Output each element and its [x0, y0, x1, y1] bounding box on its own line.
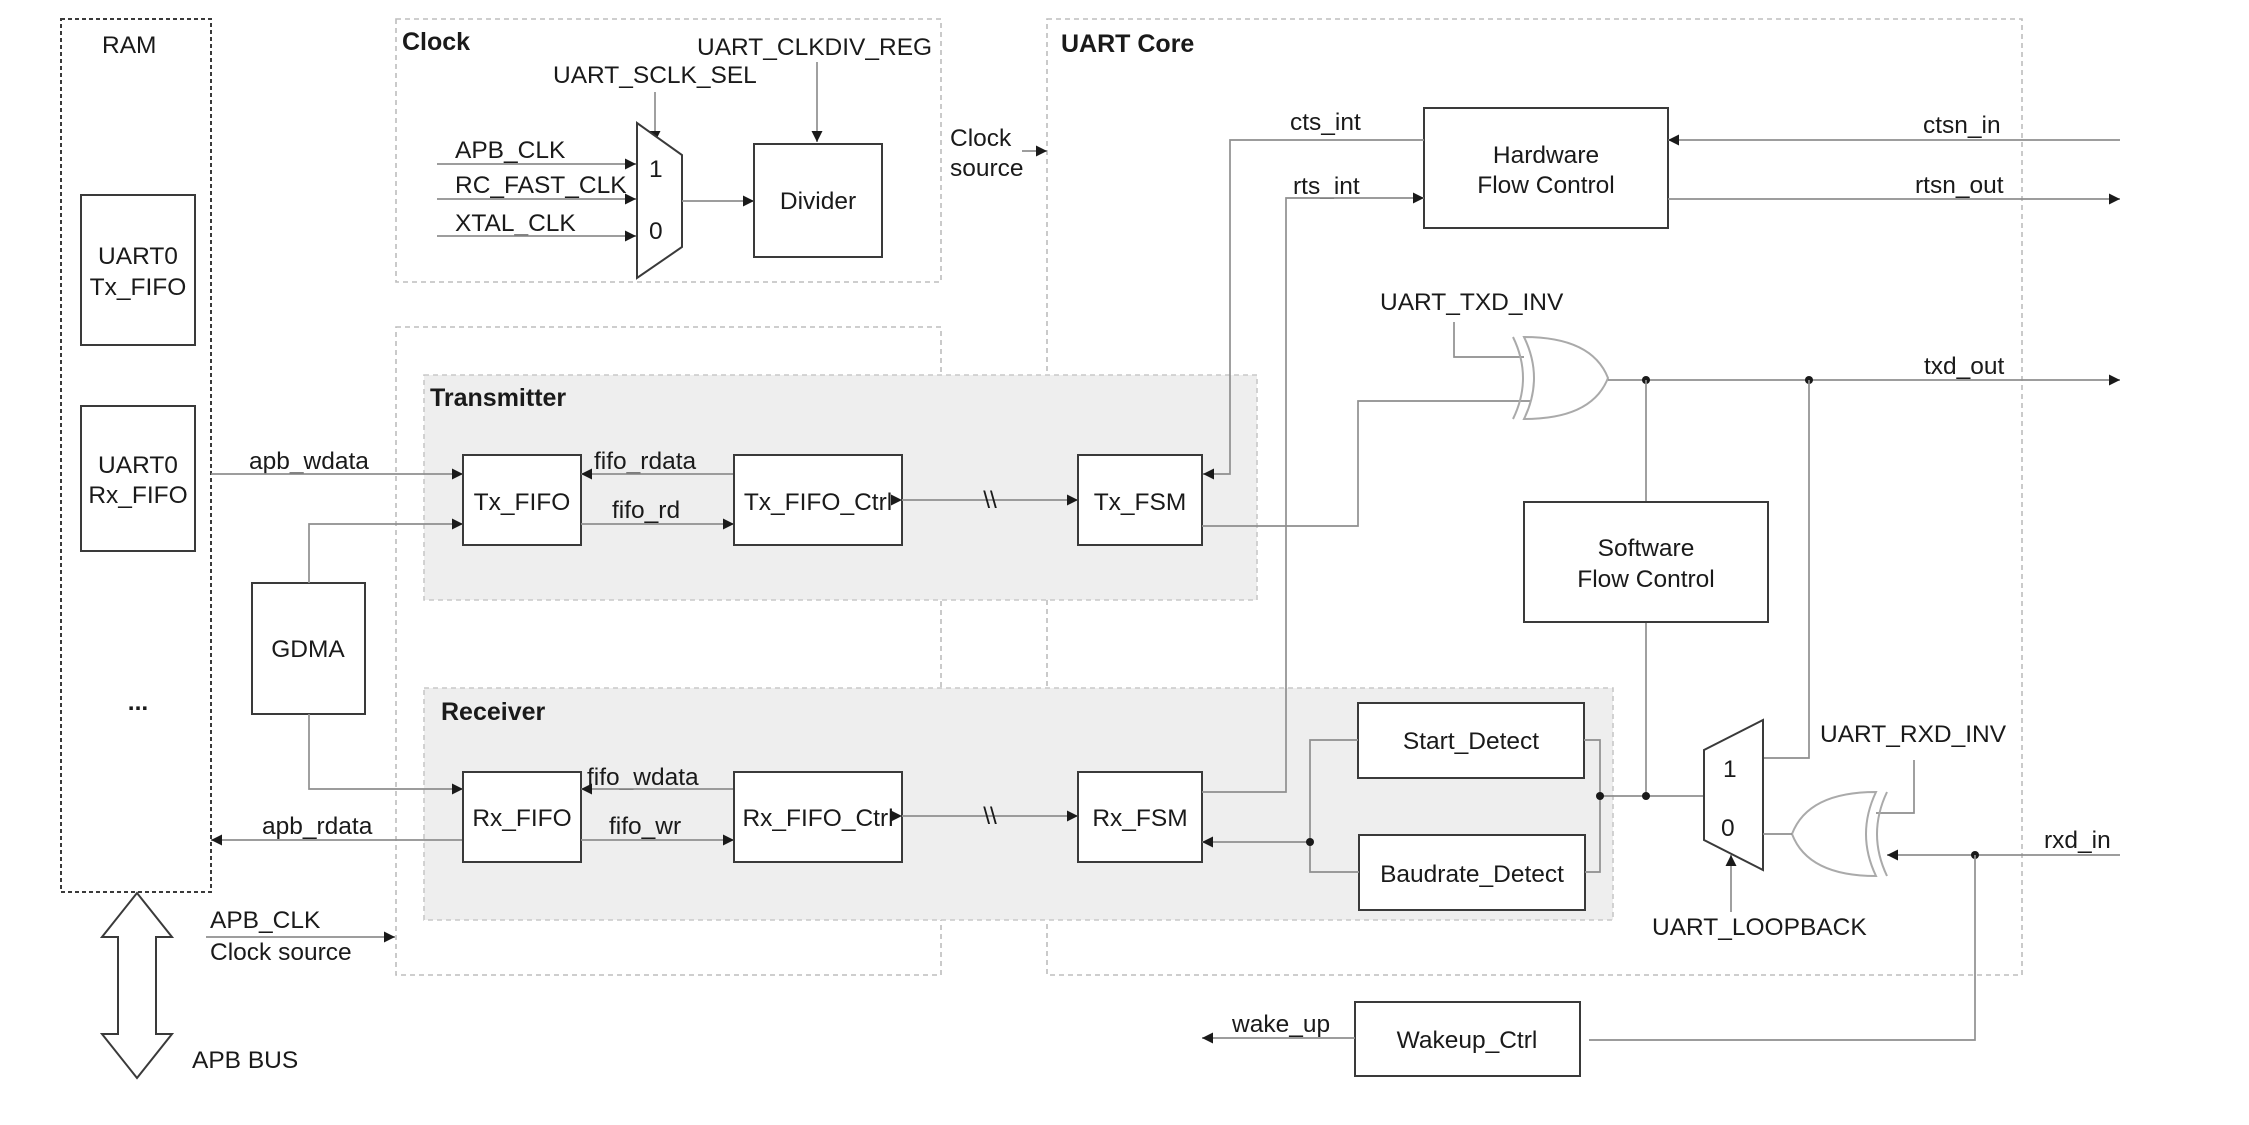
start-detect-label: Start_Detect [1403, 728, 1539, 755]
fifo-wdata-label: fifo_wdata [587, 764, 699, 791]
divider-block [753, 143, 883, 258]
start-detect-block [1357, 702, 1585, 779]
loopback-mux-in-1: 1 [1723, 756, 1737, 783]
rxd-inv-line [1876, 760, 1915, 814]
tx-fifo-ctrl-block [733, 454, 903, 546]
wakeup-ctrl-block [1354, 1001, 1581, 1077]
wake-up-label: wake_up [1231, 1011, 1330, 1038]
rts-int-label: rts_int [1293, 173, 1360, 200]
hw-flow-control-label-2: Flow Control [1477, 172, 1615, 199]
fifo-rdata-label: fifo_rdata [594, 448, 697, 475]
tx-fifo-label: Tx_FIFO [474, 489, 571, 516]
detect-right-bracket [1584, 739, 1601, 873]
tx-sync-mark: \\ [983, 487, 997, 514]
rx-fifo-label: Rx_FIFO [472, 805, 571, 832]
txd-loopback-line [1763, 380, 1810, 759]
txd-inv-line [1453, 322, 1524, 358]
txd-out-label: txd_out [1924, 353, 2005, 380]
apb-clk-label: APB_CLK [455, 137, 566, 164]
uart0-rx-fifo-label-1: UART0 [98, 452, 178, 479]
rxd-to-wakeup-line [1589, 855, 1976, 1041]
rc-fast-clk-label: RC_FAST_CLK [455, 172, 627, 199]
xtal-clk-label: XTAL_CLK [455, 210, 576, 237]
apb-bus-arrow [99, 891, 175, 1080]
rts-int-line [1202, 192, 1424, 793]
rxd-in-label: rxd_in [2044, 827, 2111, 854]
clock-source-label-1: Clock [950, 125, 1012, 152]
tx-fifo-ctrl-label: Tx_FIFO_Ctrl [744, 489, 892, 516]
uart0-tx-fifo-block [80, 194, 196, 346]
clock-source-label-2: source [950, 155, 1024, 182]
clock-mux [636, 121, 683, 280]
apb-rdata-label: apb_rdata [262, 813, 373, 840]
gdma-label: GDMA [271, 636, 345, 663]
uart-rxd-inv-label: UART_RXD_INV [1820, 721, 2007, 748]
gdma-block [251, 582, 366, 715]
rx-sync-mark: \\ [983, 803, 997, 830]
clock-mux-in-1: 1 [649, 156, 663, 183]
cts-int-line [1203, 139, 1424, 480]
junction-mux-out [1642, 792, 1650, 800]
tx-fsm-block [1077, 454, 1203, 546]
baudrate-detect-label: Baudrate_Detect [1380, 861, 1564, 888]
rx-fifo-ctrl-label: Rx_FIFO_Ctrl [742, 805, 893, 832]
uart-core-title: UART Core [1061, 30, 1194, 58]
gdma-to-rx-fifo-line [308, 714, 463, 795]
transmitter-title: Transmitter [430, 384, 566, 412]
tx-fsm-label: Tx_FSM [1094, 489, 1187, 516]
rx-fsm-block [1077, 771, 1203, 863]
fifo-rd-label: fifo_rd [612, 497, 680, 524]
uart0-tx-fifo-label-1: UART0 [98, 243, 178, 270]
rx-fifo-block [462, 771, 582, 863]
hw-flow-control-block [1423, 107, 1669, 229]
ctsn-in-label: ctsn_in [1923, 112, 2001, 139]
loopback-mux [1703, 718, 1764, 872]
rtsn-out-label: rtsn_out [1915, 172, 2004, 199]
uart-txd-inv-label: UART_TXD_INV [1380, 289, 1564, 316]
clock-region [395, 18, 942, 283]
apb-wdata-label: apb_wdata [249, 448, 369, 475]
txd-xor-gate [1522, 335, 1610, 421]
apb-clk-bottom-label: APB_CLK [210, 907, 321, 934]
sw-flow-control-label-1: Software [1598, 535, 1695, 562]
receiver-title: Receiver [441, 698, 546, 726]
clock-source-bottom-label: Clock source [210, 939, 352, 966]
tx-fifo-block [462, 454, 582, 546]
txd-xor-gate-back [1512, 336, 1524, 420]
junction-detect-right [1596, 792, 1604, 800]
fifo-wr-label: fifo_wr [609, 813, 681, 840]
divider-label: Divider [780, 188, 856, 215]
sw-flow-control-block [1523, 501, 1769, 623]
rx-fsm-label: Rx_FSM [1092, 805, 1187, 832]
wakeup-ctrl-label: Wakeup_Ctrl [1397, 1027, 1538, 1054]
ram-ellipsis: ... [128, 689, 148, 716]
hw-flow-control-label-1: Hardware [1493, 142, 1599, 169]
uart0-tx-fifo-label-2: Tx_FIFO [90, 274, 187, 301]
rxd-xor-gate [1790, 790, 1878, 878]
loopback-mux-in-0: 0 [1721, 815, 1735, 842]
junction-detect [1306, 838, 1314, 846]
rxd-xor-gate-back [1876, 791, 1888, 877]
baudrate-detect-block [1358, 834, 1586, 911]
data-path-region [395, 326, 942, 976]
uart-loopback-label: UART_LOOPBACK [1652, 914, 1867, 941]
ram-title: RAM [102, 32, 156, 59]
cts-int-label: cts_int [1290, 109, 1361, 136]
gdma-to-tx-fifo-line [308, 518, 463, 583]
tx-fsm-out-line [1202, 400, 1535, 527]
uart0-rx-fifo-label-2: Rx_FIFO [88, 482, 187, 509]
sw-flow-control-label-2: Flow Control [1577, 566, 1715, 593]
uart-clkdiv-reg-label: UART_CLKDIV_REG [697, 34, 932, 61]
clock-title: Clock [402, 28, 470, 56]
uart-sclk-sel-label: UART_SCLK_SEL [553, 62, 757, 89]
apb-bus-label: APB BUS [192, 1047, 298, 1074]
detect-left-bracket [1309, 739, 1359, 873]
uart0-rx-fifo-block [80, 405, 196, 552]
clock-mux-in-0: 0 [649, 218, 663, 245]
